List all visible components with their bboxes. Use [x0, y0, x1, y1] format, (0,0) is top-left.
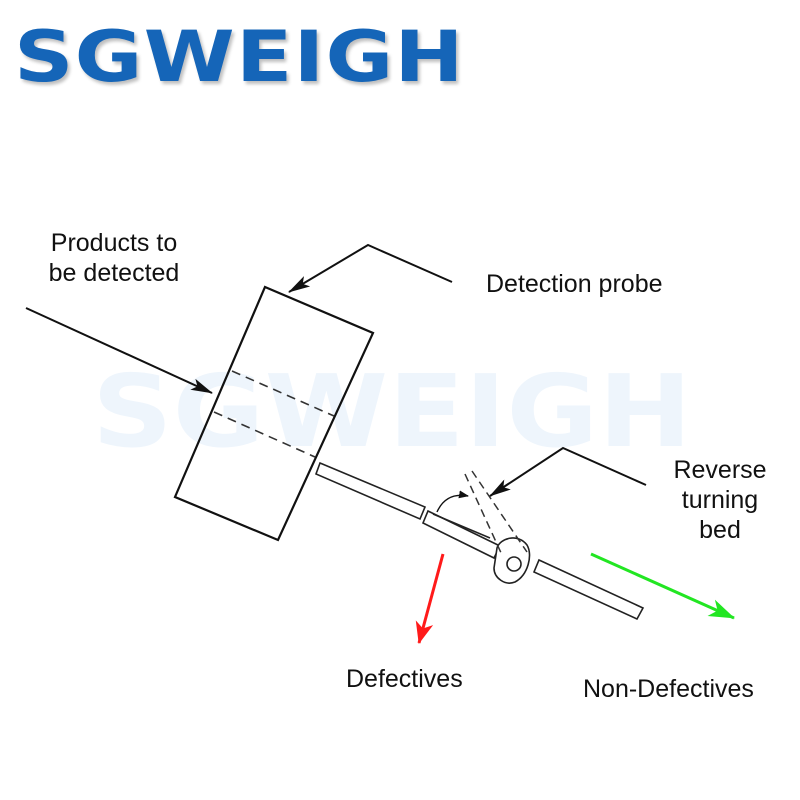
detection-probe-label: Detection probe: [486, 270, 663, 298]
bed-callout-line: [489, 446, 647, 497]
probe-callout-line: [288, 243, 453, 293]
input-conveyor-bed: [314, 461, 427, 521]
non-defectives-label: Non-Defectives: [583, 675, 754, 703]
products-label: Products to be detected: [34, 228, 194, 288]
reverse-turning-bed-label: Reverse turning bed: [664, 455, 776, 545]
products-label-line-1: Products to: [50, 229, 178, 257]
watermark-logo: SGWEIGH: [92, 353, 692, 470]
product-flow-arrow: [25, 307, 213, 394]
bed-label-line-3: bed: [699, 516, 741, 544]
defectives-label: Defectives: [346, 665, 463, 693]
reverse-turning-bed: [421, 470, 531, 584]
sgweigh-logo: SGWEIGH: [14, 16, 465, 98]
detection-probe-shape: [173, 285, 375, 542]
non-defectives-arrow: [590, 552, 735, 620]
bed-label-line-1: Reverse: [673, 456, 767, 484]
bed-label-line-2: turning: [681, 486, 759, 514]
products-label-line-2: be detected: [48, 259, 180, 287]
output-conveyor-bed: [532, 558, 645, 621]
defectives-arrow: [415, 553, 445, 644]
